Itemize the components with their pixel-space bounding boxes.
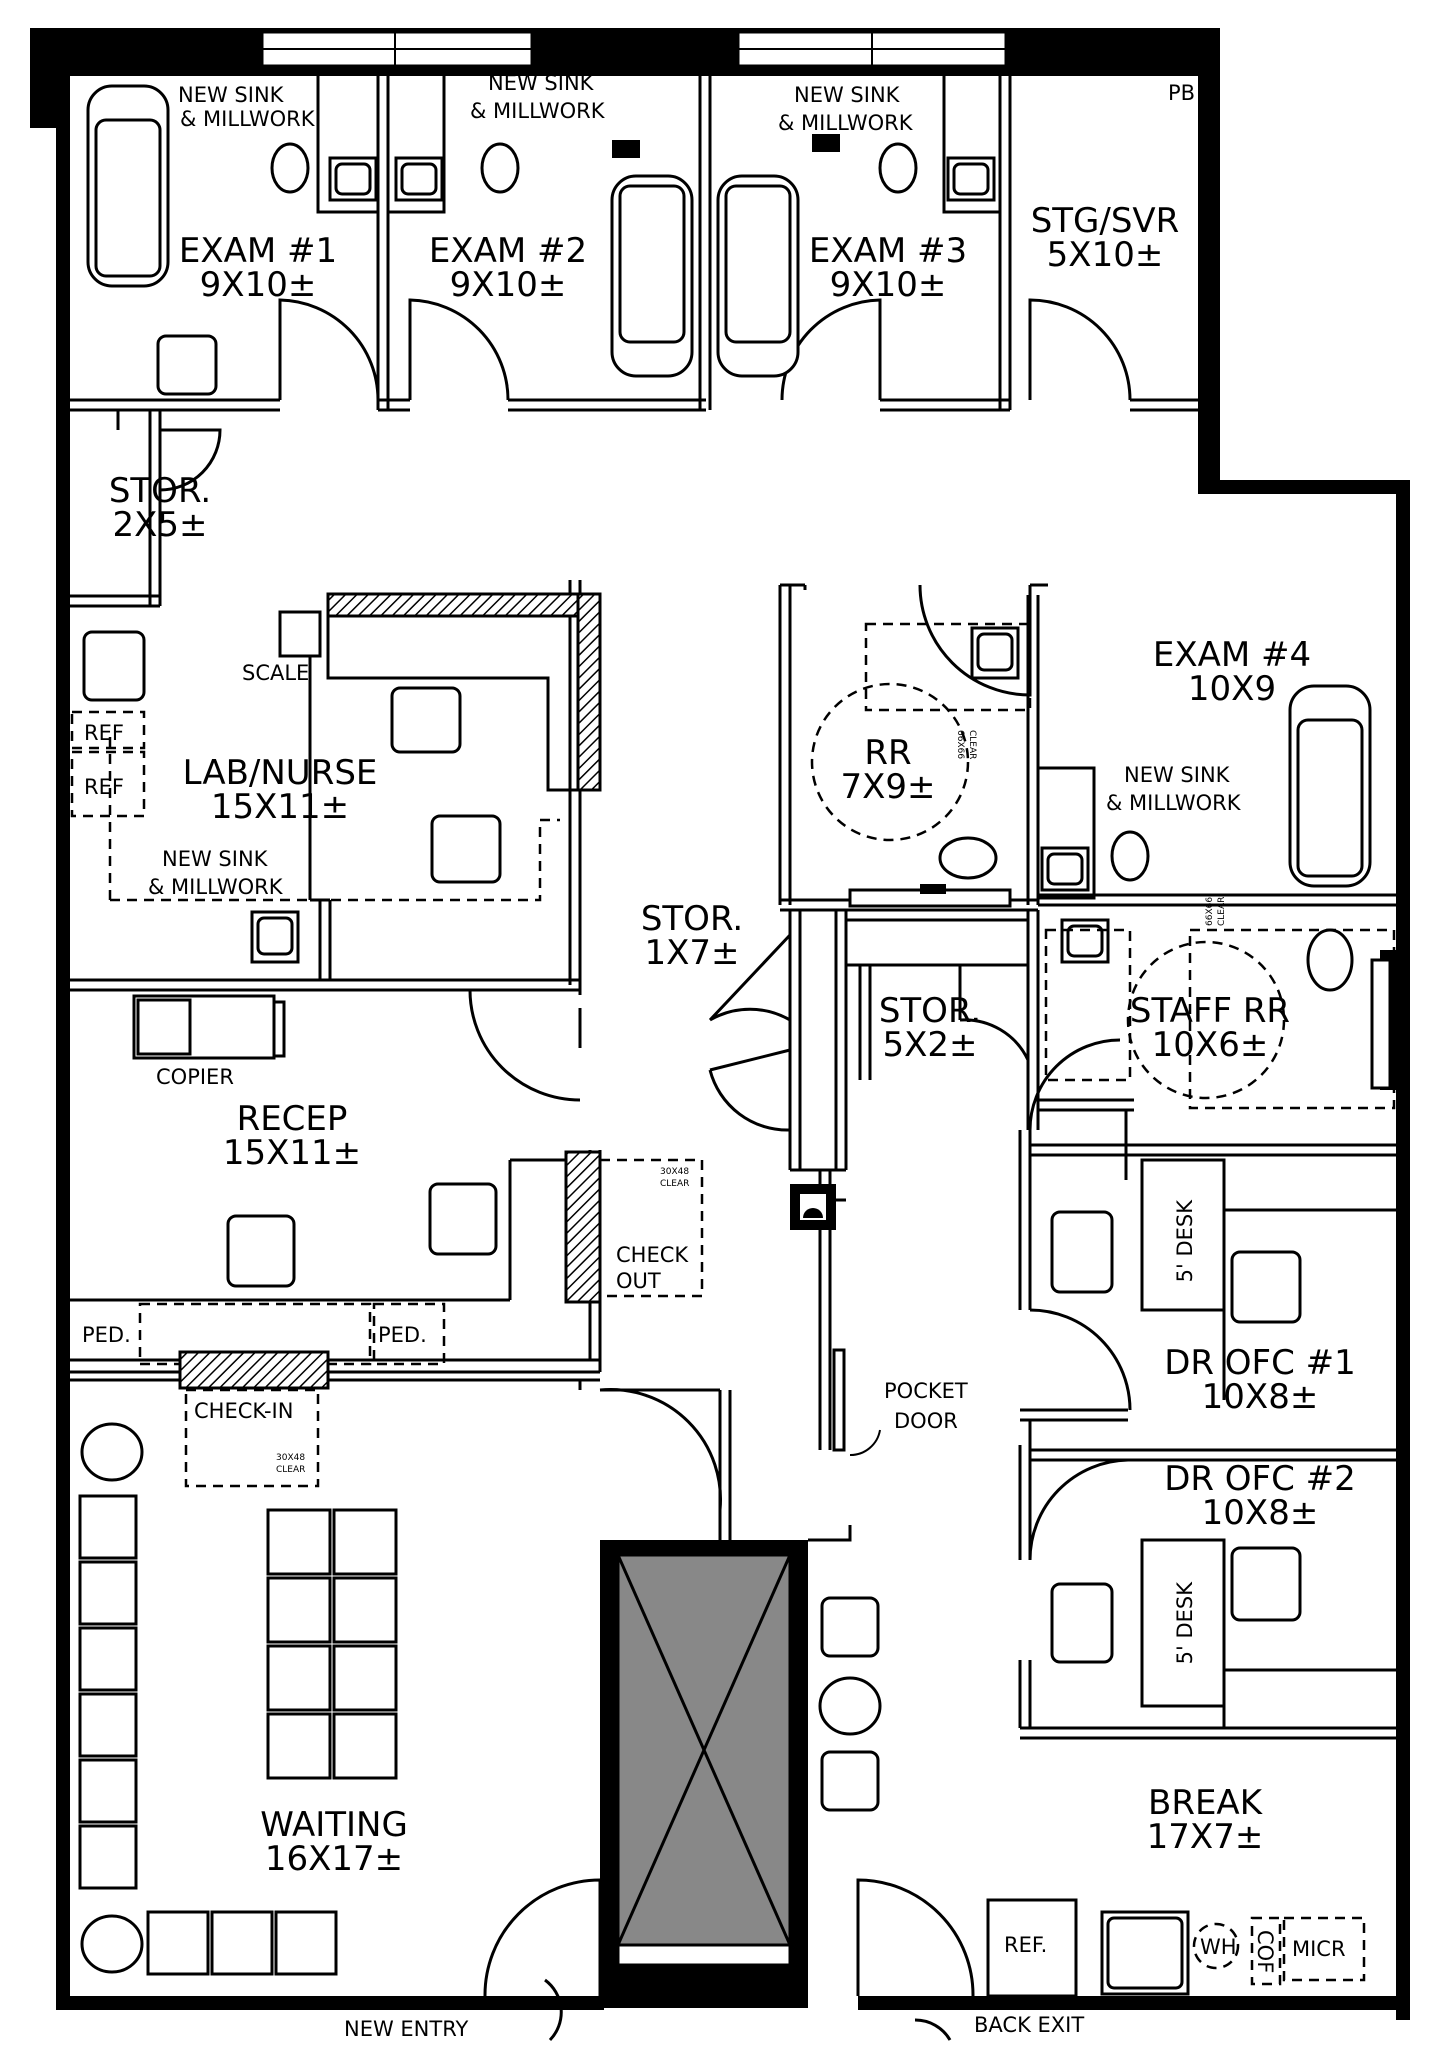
wh-label: WH bbox=[1200, 1935, 1237, 1959]
stor-1x7-size: 1X7± bbox=[644, 933, 739, 973]
cof-label: COF bbox=[1253, 1930, 1277, 1973]
lab-refs bbox=[70, 710, 146, 818]
pocket-door bbox=[832, 1348, 881, 1457]
check-in-label: CHECK-IN bbox=[194, 1399, 293, 1423]
exam1-size: 9X10± bbox=[200, 265, 317, 305]
sink-note-4a: NEW SINK bbox=[1124, 763, 1231, 787]
annotation-labels: NEW SINK & MILLWORK NEW SINK & MILLWORK … bbox=[82, 71, 1346, 2041]
windows bbox=[260, 30, 1008, 68]
sink-note-1a: NEW SINK bbox=[178, 83, 285, 107]
exam3-size: 9X10± bbox=[830, 265, 947, 305]
door-label: DOOR bbox=[894, 1409, 958, 1433]
break-size: 17X7± bbox=[1147, 1817, 1264, 1857]
doors bbox=[159, 298, 1132, 1997]
break-name: BREAK bbox=[1148, 1783, 1264, 1823]
sink-note-3a: NEW SINK bbox=[794, 83, 901, 107]
sink-note-2a: NEW SINK bbox=[488, 71, 595, 95]
staff-rr-size: 10X6± bbox=[1152, 1025, 1269, 1065]
sink-note-1b: & MILLWORK bbox=[180, 107, 316, 131]
stor-2x5-name: STOR. bbox=[109, 471, 211, 511]
sink-note-lab-b: & MILLWORK bbox=[148, 875, 284, 899]
new-entry-label: NEW ENTRY bbox=[344, 2017, 468, 2041]
rr-name: RR bbox=[864, 733, 911, 773]
break-fixtures bbox=[986, 1898, 1366, 1998]
exam2-size: 9X10± bbox=[450, 265, 567, 305]
recep-size: 15X11± bbox=[223, 1133, 361, 1173]
exam-tables bbox=[86, 84, 1372, 888]
desk-label-2: 5' DESK bbox=[1173, 1581, 1197, 1665]
copier-label: COPIER bbox=[156, 1065, 234, 1089]
ref-label-2: REF bbox=[84, 775, 124, 799]
pocket-label: POCKET bbox=[884, 1379, 968, 1403]
ref-label-1: REF bbox=[84, 721, 124, 745]
stg-svr-size: 5X10± bbox=[1047, 235, 1164, 275]
check-label: CHECK bbox=[616, 1243, 689, 1267]
waiting-size: 16X17± bbox=[265, 1839, 403, 1879]
waiting-chairs bbox=[78, 1494, 398, 1976]
recep-counter bbox=[138, 1150, 704, 1488]
stor-5x2-size: 5X2± bbox=[882, 1025, 977, 1065]
checkout-clear-size: 30X48 bbox=[660, 1167, 689, 1177]
scale-label: SCALE bbox=[242, 661, 309, 685]
chairs bbox=[80, 334, 1302, 1974]
checkin-clear: CLEAR bbox=[276, 1465, 305, 1475]
stor-1x7-name: STOR. bbox=[641, 899, 743, 939]
rr-fixtures bbox=[810, 622, 1396, 1110]
dr-ofc2-size: 10X8± bbox=[1202, 1493, 1319, 1533]
lab-counter bbox=[108, 592, 602, 902]
stor-5x2-name: STOR. bbox=[879, 991, 981, 1031]
exam3-name: EXAM #3 bbox=[809, 231, 967, 271]
sink-note-4b: & MILLWORK bbox=[1106, 791, 1242, 815]
rr-turn-size: 66X66 bbox=[955, 730, 965, 759]
exterior-walls bbox=[30, 28, 1410, 2020]
out-label: OUT bbox=[616, 1269, 661, 1293]
ped-label-1: PED. bbox=[82, 1323, 131, 1347]
sink-note-lab-a: NEW SINK bbox=[162, 847, 269, 871]
sink-note-2b: & MILLWORK bbox=[470, 99, 606, 123]
millwork-sinks bbox=[250, 70, 1110, 964]
staff-turn-size: 66X66 bbox=[1205, 897, 1215, 926]
stools bbox=[270, 134, 1150, 882]
exam1-name: EXAM #1 bbox=[179, 231, 337, 271]
stor-fixtures bbox=[790, 1184, 836, 1230]
stor-2x5-size: 2X5± bbox=[112, 505, 207, 545]
rr-size: 7X9± bbox=[840, 767, 935, 807]
lab-nurse-name: LAB/NURSE bbox=[183, 753, 378, 793]
dr-desks bbox=[1140, 1158, 1396, 1728]
waiting-name: WAITING bbox=[260, 1805, 408, 1845]
copier-unit bbox=[132, 994, 286, 1060]
dr-ofc1-size: 10X8± bbox=[1202, 1377, 1319, 1417]
rr-turn-clear: CLEAR bbox=[967, 730, 977, 759]
checkin-clear-size: 30X48 bbox=[276, 1453, 305, 1463]
room-labels: EXAM #1 9X10± EXAM #2 9X10± EXAM #3 9X10… bbox=[109, 201, 1356, 1879]
micr-label: MICR bbox=[1292, 1937, 1346, 1961]
pb-label: PB bbox=[1168, 81, 1195, 105]
ped-label-2: PED. bbox=[378, 1323, 427, 1347]
back-exit-label: BACK EXIT bbox=[974, 2013, 1084, 2037]
lab-nurse-size: 15X11± bbox=[211, 787, 349, 827]
checkout-clear: CLEAR bbox=[660, 1179, 689, 1189]
exam2-name: EXAM #2 bbox=[429, 231, 587, 271]
recep-name: RECEP bbox=[237, 1099, 348, 1139]
break-ref-label: REF. bbox=[1004, 1933, 1047, 1957]
elevator-shaft bbox=[600, 1525, 852, 2008]
staff-rr-name: STAFF RR bbox=[1130, 991, 1290, 1031]
dr-ofc2-name: DR OFC #2 bbox=[1164, 1459, 1356, 1499]
desk-label-1: 5' DESK bbox=[1173, 1199, 1197, 1283]
exam4-size: 10X9 bbox=[1188, 669, 1276, 709]
sink-note-3b: & MILLWORK bbox=[778, 111, 914, 135]
entry-markers bbox=[544, 1978, 952, 2042]
exam4-name: EXAM #4 bbox=[1153, 635, 1311, 675]
stg-svr-name: STG/SVR bbox=[1031, 201, 1180, 241]
staff-turn-clear: CLEAR bbox=[1217, 897, 1227, 926]
dr-ofc1-name: DR OFC #1 bbox=[1164, 1343, 1356, 1383]
